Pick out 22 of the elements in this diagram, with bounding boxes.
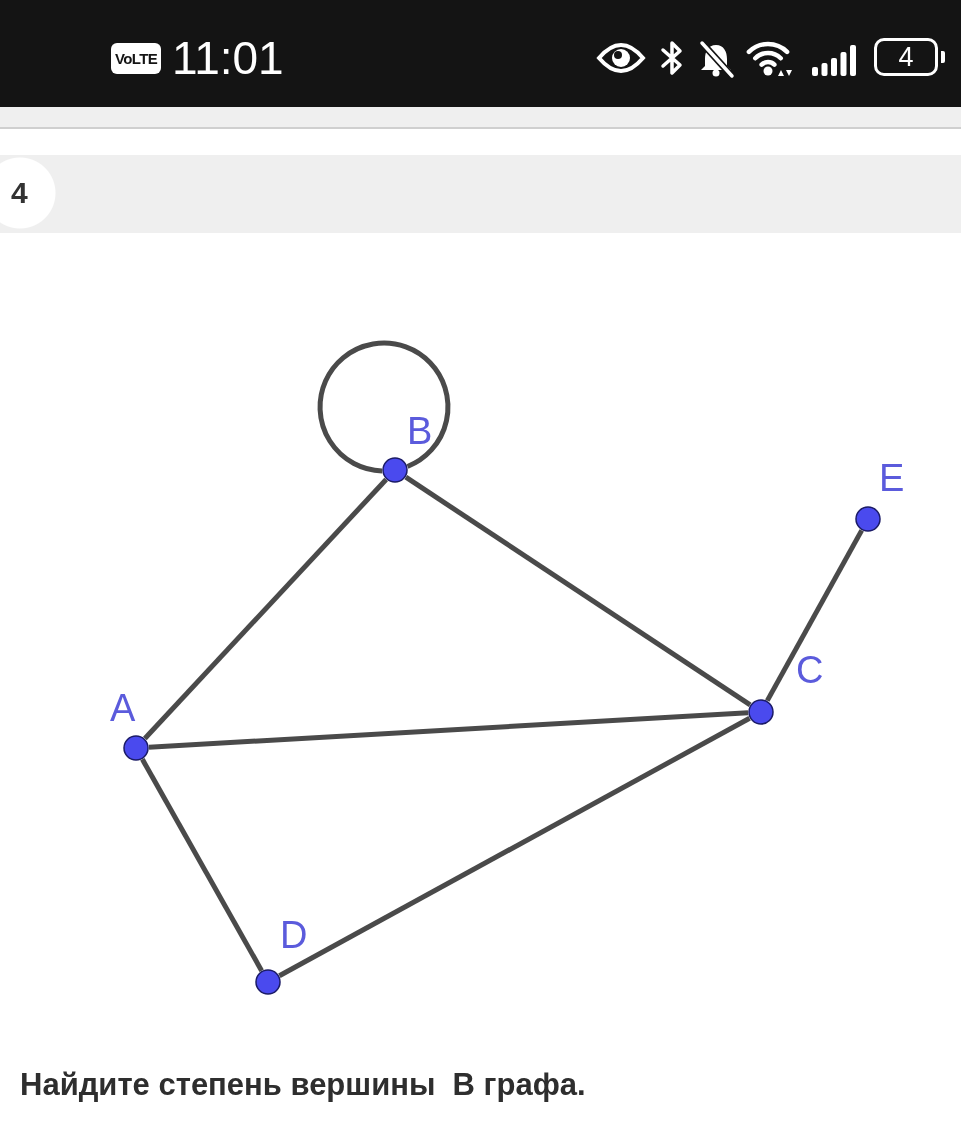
- graph-edge: [148, 710, 749, 750]
- battery-indicator: 4: [874, 38, 945, 76]
- volte-badge: VoLTE: [111, 43, 162, 74]
- graph-vertex: [855, 506, 881, 532]
- question-number: 4: [0, 157, 56, 229]
- graph-edge: [143, 477, 388, 741]
- loop-edge: [317, 340, 451, 474]
- graph-vertex: [255, 969, 281, 995]
- graph-vertex: [748, 699, 774, 725]
- graph-vertex: [382, 457, 408, 483]
- graph-edge: [404, 475, 752, 707]
- graph-edge: [765, 529, 864, 702]
- vertex-label: D: [280, 916, 308, 954]
- vertex-label: B: [407, 412, 433, 450]
- question-text: Найдите степень вершины В графа.: [20, 1066, 586, 1104]
- status-time: 11:01: [172, 33, 284, 83]
- vertex-label: C: [796, 651, 824, 689]
- graph-edge: [140, 758, 264, 972]
- graph-vertex: [123, 735, 149, 761]
- graph-edge: [278, 716, 751, 978]
- vertex-label: E: [879, 459, 905, 497]
- vertex-label: A: [110, 689, 136, 727]
